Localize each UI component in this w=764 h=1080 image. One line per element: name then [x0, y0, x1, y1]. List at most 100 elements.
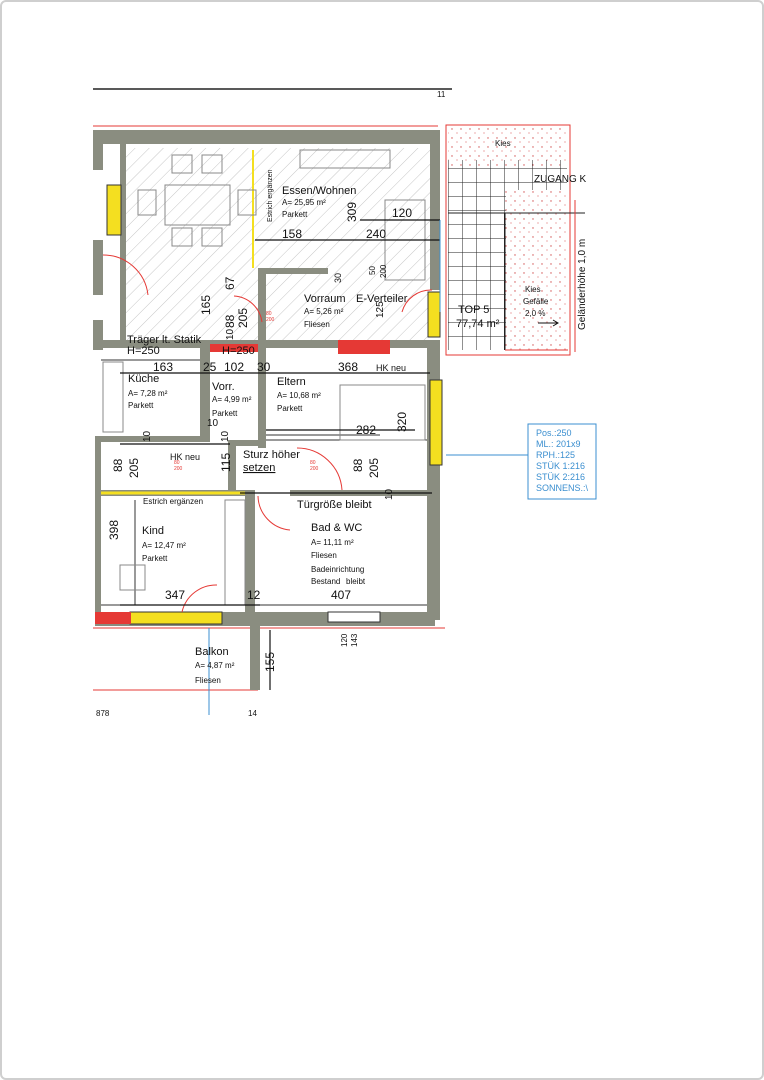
room-essen: Essen/Wohnen A= 25,95 m² Parkett — [282, 185, 356, 219]
page-mark-bottom-mid: 14 — [248, 709, 257, 718]
svg-text:282: 282 — [356, 423, 376, 437]
svg-text:Küche: Küche — [128, 373, 159, 385]
svg-text:67: 67 — [223, 276, 237, 290]
svg-text:407: 407 — [331, 588, 351, 602]
svg-text:Eltern: Eltern — [277, 376, 306, 388]
room-kind: Kind A= 12,47 m² Parkett — [142, 525, 186, 563]
svg-text:Bestand: Bestand — [311, 577, 340, 586]
svg-text:25: 25 — [203, 360, 217, 374]
note-box — [527, 423, 597, 500]
svg-text:30: 30 — [333, 273, 343, 283]
red-beam-mark — [338, 340, 390, 354]
svg-text:A= 11,11 m²: A= 11,11 m² — [311, 538, 354, 547]
room-vorr: Vorr. A= 4,99 m² Parkett — [212, 381, 252, 418]
svg-text:Fliesen: Fliesen — [195, 676, 221, 685]
svg-text:A= 4,99 m²: A= 4,99 m² — [212, 395, 252, 404]
top5-area: 77,74 m² — [456, 318, 500, 330]
svg-text:200: 200 — [174, 466, 183, 472]
hk-neu-left: HK neu — [170, 452, 200, 462]
svg-text:Vorr.: Vorr. — [212, 381, 235, 393]
svg-text:240: 240 — [366, 227, 386, 241]
svg-text:A= 10,68 m²: A= 10,68 m² — [277, 391, 321, 400]
svg-text:320: 320 — [395, 412, 409, 432]
note-line-3: RPH.:125 — [536, 450, 575, 460]
svg-text:120: 120 — [340, 633, 349, 647]
svg-text:88: 88 — [111, 458, 125, 472]
svg-text:102: 102 — [224, 360, 244, 374]
svg-text:200: 200 — [310, 466, 319, 472]
zugang-label: ZUGANG K — [534, 174, 587, 185]
room-bad: Bad & WC A= 11,11 m² Fliesen Badeinricht… — [311, 522, 366, 586]
note-line-2: ML.: 201x9 — [536, 439, 581, 449]
kies-right: Kies — [525, 285, 541, 294]
room-balkon: Balkon A= 4,87 m² Fliesen — [195, 646, 235, 685]
svg-text:205: 205 — [236, 308, 250, 328]
svg-text:158: 158 — [282, 227, 302, 241]
terrace-tiles — [448, 160, 506, 350]
svg-text:A= 7,28 m²: A= 7,28 m² — [128, 389, 168, 398]
svg-text:309: 309 — [345, 202, 359, 222]
room-vorraum: Vorraum E-Verteiler A= 5,26 m² Fliesen — [304, 293, 408, 329]
h250-left: H=250 — [127, 345, 160, 357]
svg-text:Fliesen: Fliesen — [304, 320, 330, 329]
svg-text:125: 125 — [375, 301, 386, 318]
svg-text:Parkett: Parkett — [277, 404, 303, 413]
svg-text:A= 4,87 m²: A= 4,87 m² — [195, 661, 235, 670]
svg-text:A= 12,47 m²: A= 12,47 m² — [142, 541, 186, 550]
sturz-note-1: Sturz höher — [243, 449, 300, 461]
terrace-outline — [445, 124, 571, 356]
svg-text:10: 10 — [384, 488, 395, 500]
svg-text:bleibt: bleibt — [346, 577, 366, 586]
svg-text:88: 88 — [351, 458, 365, 472]
svg-text:80: 80 — [174, 460, 180, 466]
svg-text:398: 398 — [107, 520, 121, 540]
windows — [95, 184, 443, 625]
page-mark-top: 11 — [437, 90, 446, 99]
svg-text:Badeinrichtung: Badeinrichtung — [311, 565, 364, 574]
svg-text:120: 120 — [392, 206, 412, 220]
traeger-note: Träger lt. Statik — [127, 334, 202, 346]
note-line-5: STÜK 2:216 — [536, 472, 585, 482]
dimension-lines — [120, 219, 440, 690]
svg-text:10: 10 — [207, 418, 219, 429]
top5-label: TOP 5 — [458, 304, 489, 316]
hk-neu-top: HK neu — [376, 363, 406, 373]
svg-text:Bad & WC: Bad & WC — [311, 522, 362, 534]
h250-right: H=250 — [222, 345, 255, 357]
svg-text:115: 115 — [219, 453, 233, 472]
door-swings — [102, 254, 433, 613]
gelaender-note: Geländerhöhe 1,0 m — [577, 239, 588, 330]
gefaelle-value: 2,0 % — [525, 309, 545, 318]
svg-text:200: 200 — [379, 264, 388, 278]
svg-text:163: 163 — [153, 360, 173, 374]
note-line-4: STÜK 1:216 — [536, 461, 585, 471]
gefaelle-label: Gefälle — [523, 297, 549, 306]
svg-text:165: 165 — [199, 295, 213, 315]
svg-text:Essen/Wohnen: Essen/Wohnen — [282, 185, 356, 197]
svg-text:Parkett: Parkett — [142, 554, 168, 563]
svg-text:143: 143 — [350, 633, 359, 647]
sturz-note-2: setzen — [243, 462, 275, 474]
svg-text:80: 80 — [310, 460, 316, 466]
tuergroesse-note: Türgröße bleibt — [297, 499, 372, 511]
svg-text:Balkon: Balkon — [195, 646, 229, 658]
svg-text:Kind: Kind — [142, 525, 164, 537]
svg-text:Parkett: Parkett — [212, 409, 238, 418]
svg-text:80: 80 — [266, 311, 272, 317]
svg-text:E-Verteiler: E-Verteiler — [356, 293, 408, 305]
note-line-1: Pos.:250 — [536, 428, 572, 438]
room-eltern: Eltern A= 10,68 m² Parkett — [277, 376, 321, 413]
svg-text:A= 5,26 m²: A= 5,26 m² — [304, 307, 344, 316]
svg-text:10: 10 — [220, 430, 231, 442]
svg-text:88: 88 — [223, 314, 237, 328]
svg-text:155: 155 — [263, 652, 277, 672]
estrich-note: Estrich ergänzen — [143, 497, 203, 506]
svg-text:Vorraum: Vorraum — [304, 293, 346, 305]
svg-text:Fliesen: Fliesen — [311, 551, 337, 560]
svg-text:30: 30 — [257, 360, 271, 374]
svg-text:12: 12 — [247, 588, 261, 602]
page-mark-bottom-left: 878 — [96, 709, 110, 718]
svg-text:A= 25,95 m²: A= 25,95 m² — [282, 198, 326, 207]
